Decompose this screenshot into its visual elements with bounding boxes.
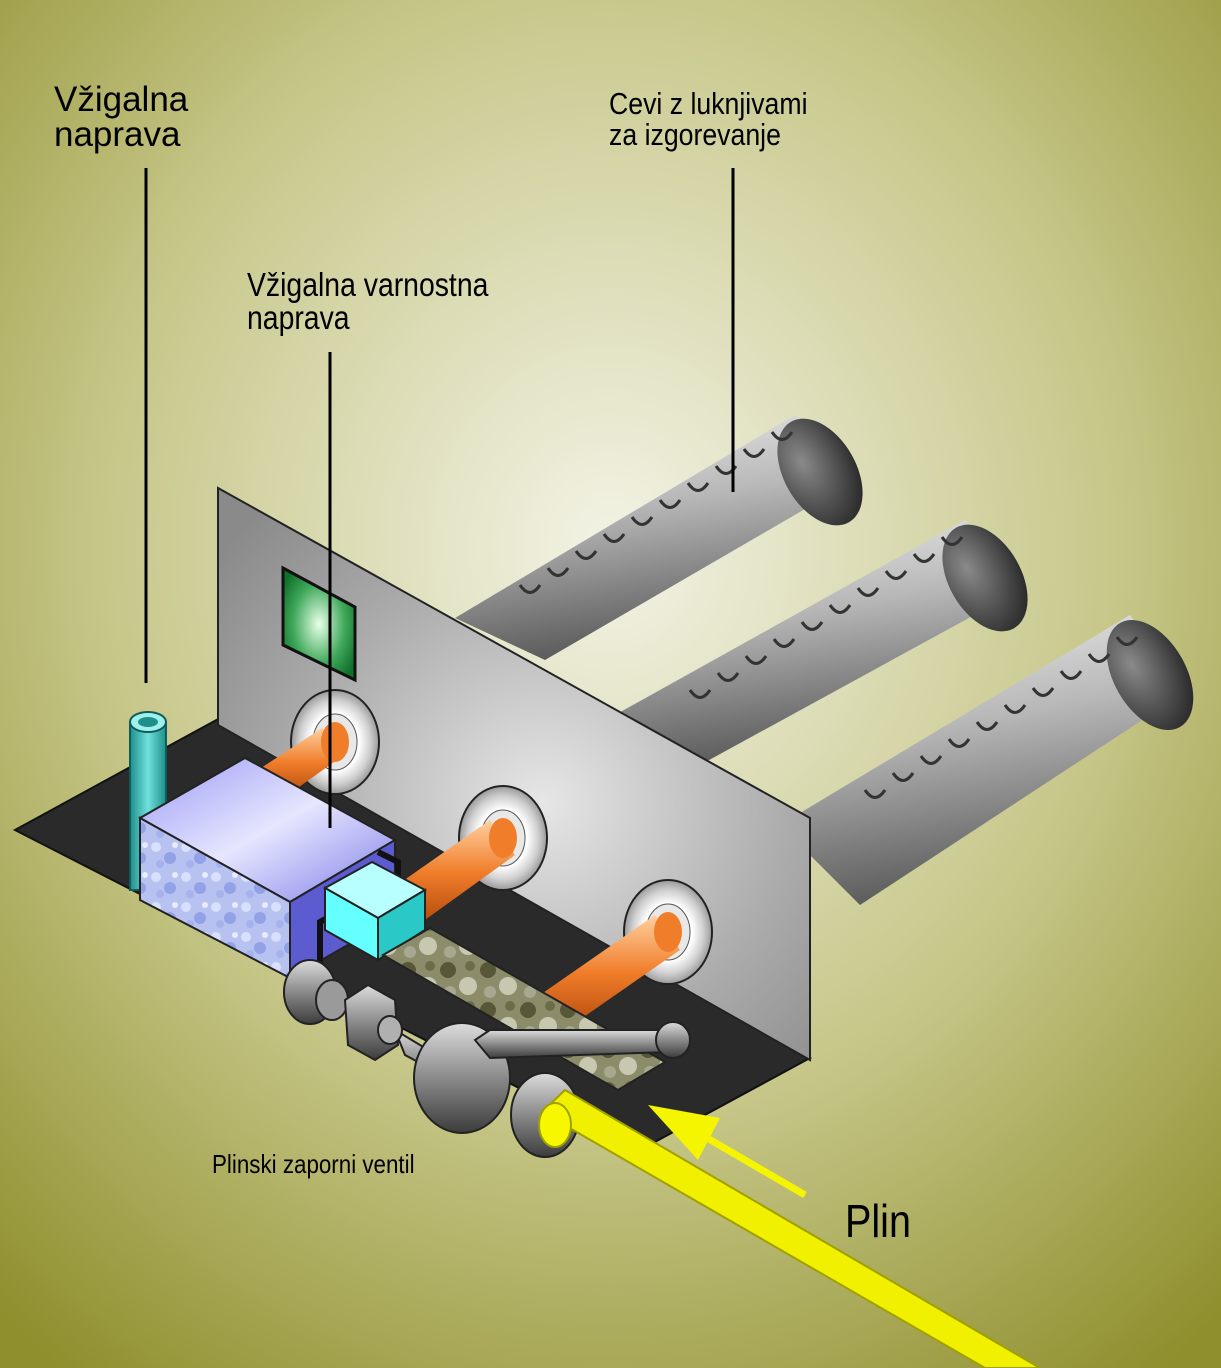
- burner-tube-2: [615, 520, 1028, 765]
- cyan-sensor-block: [322, 860, 428, 962]
- label-gas: Plin: [845, 1195, 911, 1247]
- label-burner-tubes: Cevi z luknjivami za izgorevanje: [609, 86, 808, 152]
- burner-tube-1: [455, 415, 863, 660]
- label-gas-valve: Plinski zaporni ventil: [212, 1149, 415, 1179]
- label-ignition-safety: Vžigalna varnostna naprava: [247, 266, 489, 336]
- label-igniter: Vžigalna naprava: [54, 80, 189, 154]
- gas-shutoff-valve: [283, 959, 691, 1158]
- burner-tube-3: [780, 615, 1194, 905]
- gas-flow-arrow: [648, 1105, 807, 1199]
- gas-supply-pipe: [538, 1088, 1042, 1368]
